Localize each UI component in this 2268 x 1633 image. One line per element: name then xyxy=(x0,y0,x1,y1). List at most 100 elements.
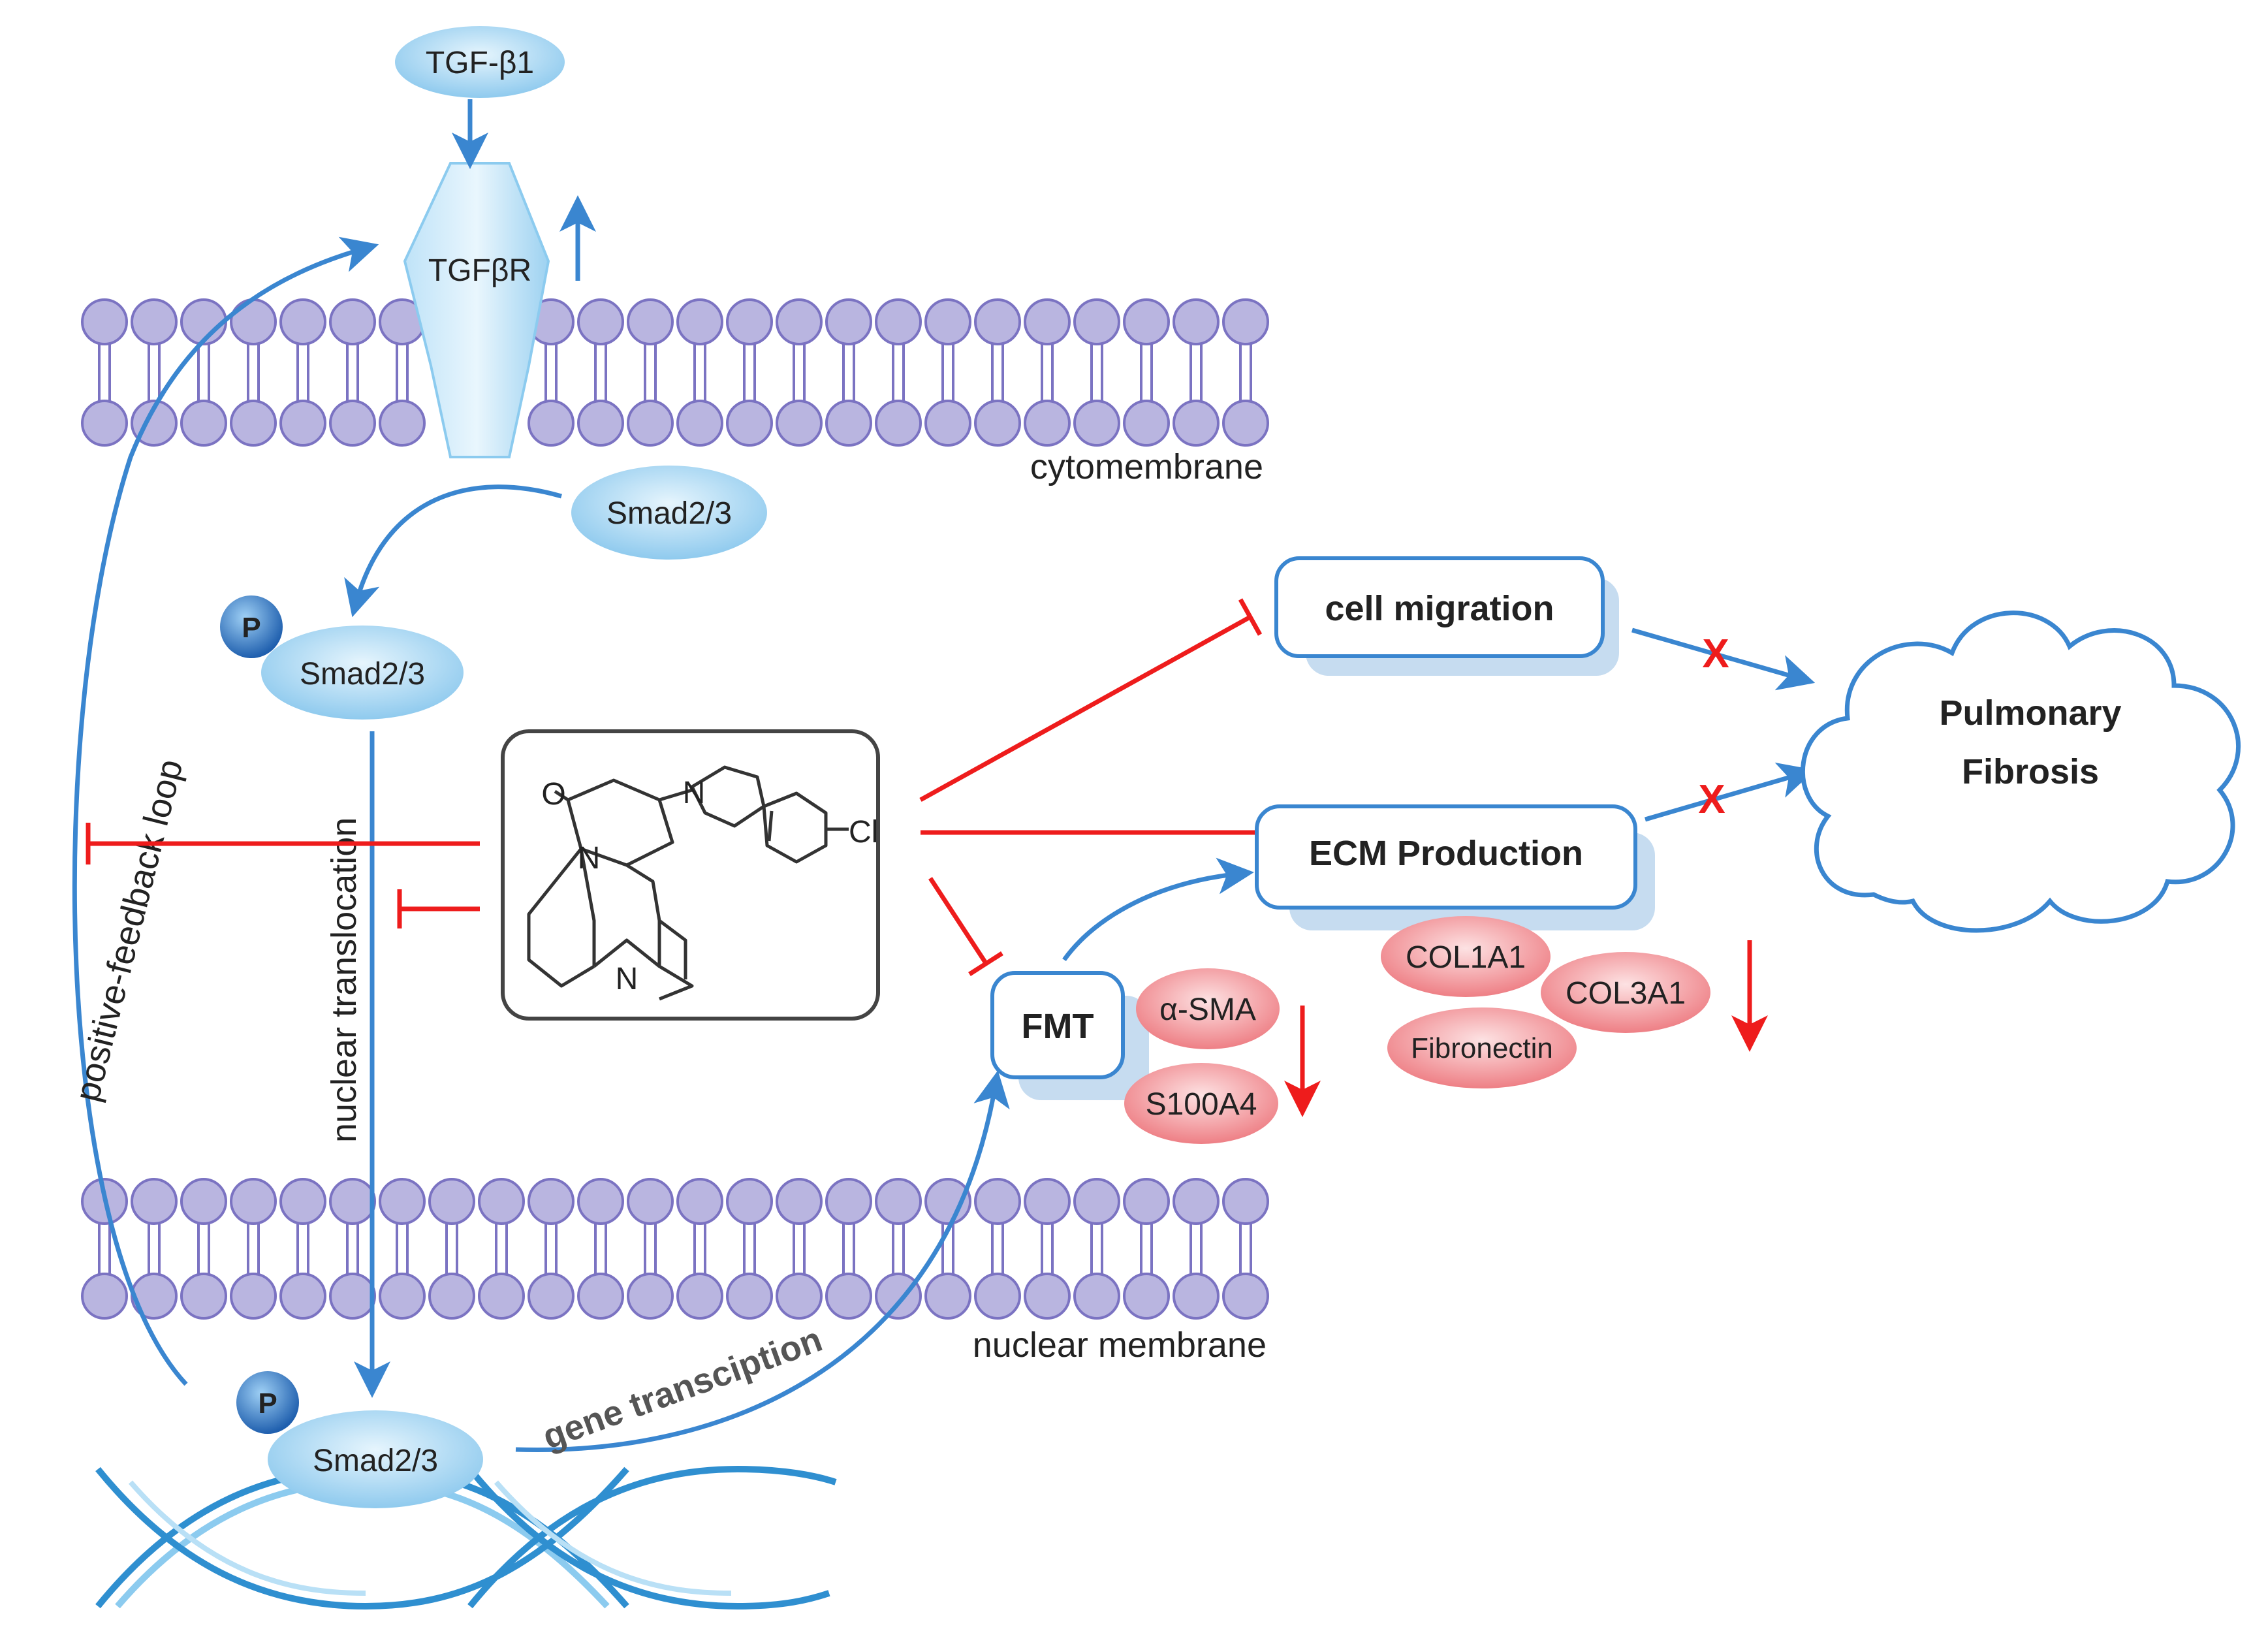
lipid-head xyxy=(776,400,823,447)
lipid-head xyxy=(577,1273,624,1320)
marker-col3a1: COL3A1 xyxy=(1541,952,1710,1033)
lipid-head xyxy=(875,1273,922,1320)
lipid-head xyxy=(1024,1178,1071,1225)
lipid-head xyxy=(230,400,277,447)
nuclear-translocation-label: nuclear translocation xyxy=(324,817,364,1143)
atom-n-lactam: N xyxy=(578,841,601,876)
blocked-x-icon-2: X xyxy=(1698,777,1725,822)
lipid-head xyxy=(726,298,773,345)
lipid-head xyxy=(1123,400,1170,447)
migration-to-fibrosis-arrow xyxy=(1631,627,1816,691)
lipid-head xyxy=(1222,1273,1269,1320)
phosphorylation-arrow xyxy=(344,484,562,618)
inhibition-edges xyxy=(86,598,1266,976)
fibronectin-label: Fibronectin xyxy=(1411,1032,1553,1064)
lipid-head xyxy=(379,1273,426,1320)
lipid-head xyxy=(577,400,624,447)
lipid-head xyxy=(974,298,1021,345)
lipid-head xyxy=(81,298,128,345)
atom-cl: Cl xyxy=(849,815,878,849)
inhibit-fmt-line xyxy=(928,877,988,964)
lipid-head xyxy=(279,298,326,345)
lipid-head xyxy=(131,1178,178,1225)
lipid-head xyxy=(974,1273,1021,1320)
positive-feedback-label: positive-feedback loop xyxy=(67,755,190,1105)
lipid-head xyxy=(428,1273,475,1320)
lipid-head xyxy=(676,400,723,447)
blocked-x-icon-1: X xyxy=(1702,631,1729,676)
marker-fibronectin: Fibronectin xyxy=(1387,1007,1577,1088)
lipid-head xyxy=(131,298,178,345)
lipid-head xyxy=(329,1273,376,1320)
lipid-head xyxy=(230,1178,277,1225)
lipid-head xyxy=(279,400,326,447)
phosphate-label-2: P xyxy=(258,1387,277,1419)
lipid-head xyxy=(924,1273,971,1320)
lipid-head xyxy=(1123,298,1170,345)
lipid-head xyxy=(1222,298,1269,345)
lipid-head xyxy=(1024,400,1071,447)
lipid-head xyxy=(1222,400,1269,447)
ecm-production-label: ECM Production xyxy=(1309,834,1583,873)
lipid-head xyxy=(627,298,674,345)
lipid-head xyxy=(825,400,872,447)
pulmonary-label: Pulmonary xyxy=(1939,693,2121,733)
lipid-head xyxy=(1073,400,1120,447)
lipid-head xyxy=(726,400,773,447)
inhibit-fmt-bar xyxy=(968,951,1003,976)
lipid-head xyxy=(1173,298,1220,345)
lipid-head xyxy=(875,298,922,345)
smad23-cytoplasmic: Smad2/3 xyxy=(571,466,767,560)
marker-col1a1: COL1A1 xyxy=(1381,916,1551,997)
lipid-head xyxy=(1173,1178,1220,1225)
lipid-head xyxy=(329,298,376,345)
lipid-head xyxy=(1173,1273,1220,1320)
lipid-head xyxy=(1073,1178,1120,1225)
pulmonary-fibrosis-cloud: Pulmonary Fibrosis xyxy=(1800,610,2241,933)
fmt-to-ecm-arrow xyxy=(1062,857,1254,962)
lipid-head xyxy=(577,1178,624,1225)
lipid-head xyxy=(627,1178,674,1225)
lipid-head xyxy=(627,1273,674,1320)
lipid-head xyxy=(1024,1273,1071,1320)
lipid-head xyxy=(230,1273,277,1320)
alpha-sma-label: α-SMA xyxy=(1159,992,1256,1027)
lipid-head xyxy=(1024,298,1071,345)
lipid-head xyxy=(577,298,624,345)
inhibit-migration-bar xyxy=(1238,598,1263,636)
dna-helix-icon xyxy=(95,1465,837,1610)
nuclear-membrane-label: nuclear membrane xyxy=(973,1325,1267,1365)
col1a1-label: COL1A1 xyxy=(1406,940,1526,975)
gene-transcription-label: gene transciption xyxy=(538,1320,827,1457)
smad23-label-top: Smad2/3 xyxy=(606,496,732,531)
lipid-head xyxy=(478,1178,525,1225)
lipid-head xyxy=(924,400,971,447)
compound-structure: O N N N Cl xyxy=(501,729,880,1021)
tgf-beta1-label: TGF-β1 xyxy=(426,46,534,80)
atom-o: O xyxy=(541,777,565,812)
lipid-head xyxy=(726,1178,773,1225)
smad23-nuclear: Smad2/3 P xyxy=(236,1371,483,1508)
lipid-head xyxy=(974,1178,1021,1225)
marker-alpha-sma: α-SMA xyxy=(1136,968,1280,1049)
lipid-head xyxy=(776,1178,823,1225)
lipid-head xyxy=(924,298,971,345)
lipid-head xyxy=(279,1273,326,1320)
lipid-head xyxy=(180,400,227,447)
cytomembrane-label: cytomembrane xyxy=(1030,447,1263,486)
lipid-head xyxy=(676,1273,723,1320)
lipid-head xyxy=(329,400,376,447)
lipid-head xyxy=(1222,1178,1269,1225)
atom-n-quinolizidine: N xyxy=(616,962,638,996)
lipid-head xyxy=(676,1178,723,1225)
phospho-smad23: Smad2/3 P xyxy=(220,595,464,720)
receptor-label: TGFβR xyxy=(428,253,531,288)
lipid-head xyxy=(180,1178,227,1225)
fibrosis-label: Fibrosis xyxy=(1962,752,2099,791)
lipid-head xyxy=(180,1273,227,1320)
phosphate-label-1: P xyxy=(242,612,260,644)
lipid-head xyxy=(279,1178,326,1225)
lipid-head xyxy=(528,1178,575,1225)
lipid-head xyxy=(1123,1273,1170,1320)
lipid-head xyxy=(81,400,128,447)
